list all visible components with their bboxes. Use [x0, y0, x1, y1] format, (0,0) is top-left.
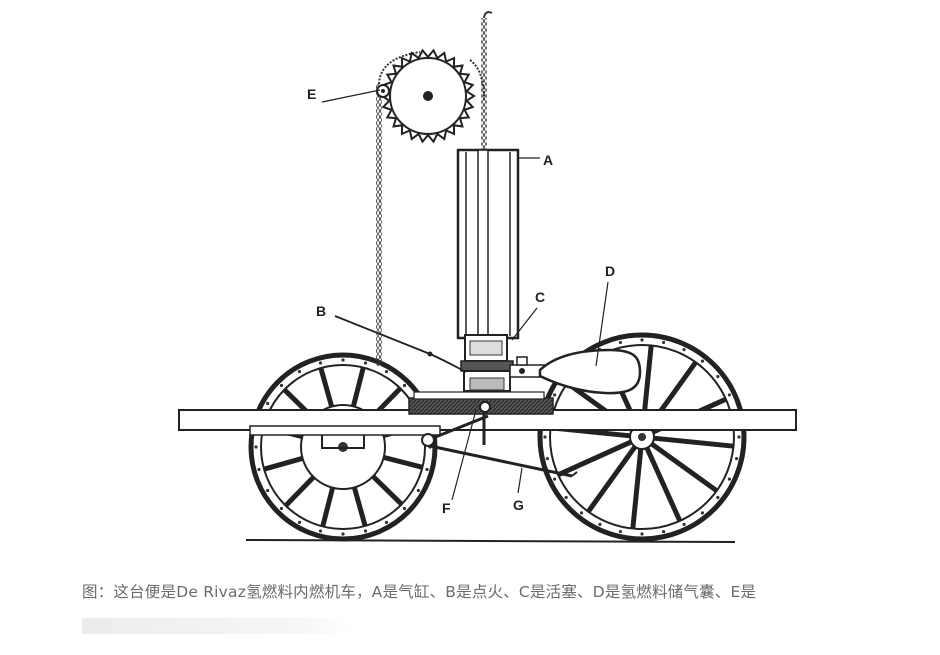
rivet — [553, 477, 557, 481]
rivet — [279, 383, 284, 388]
faded-caption-continuation — [82, 618, 352, 634]
rivet — [363, 361, 368, 365]
rivet — [341, 532, 345, 536]
connecting-rod — [429, 444, 573, 478]
rivet — [341, 358, 345, 362]
label-g: G — [513, 497, 524, 513]
rivet — [618, 529, 623, 534]
leader-lines — [321, 89, 609, 501]
rivet — [416, 488, 420, 493]
rivet — [579, 511, 584, 515]
rivet — [682, 348, 686, 352]
spoke — [644, 446, 683, 522]
rivet — [682, 522, 686, 526]
rivet — [553, 393, 557, 397]
rivet — [318, 529, 323, 533]
rivet — [727, 477, 731, 481]
spoke — [557, 439, 633, 478]
label-e: E — [307, 86, 316, 102]
rivet — [363, 529, 368, 533]
rivet — [384, 520, 389, 524]
piston-rod — [477, 149, 489, 337]
rivet — [716, 374, 720, 379]
chassis-lower-plate — [249, 425, 441, 436]
spoke — [650, 441, 719, 493]
rivet — [716, 495, 720, 500]
rivet — [640, 338, 644, 342]
hydrogen-gas-bag — [538, 348, 642, 395]
label-a: A — [543, 152, 553, 168]
rivet — [266, 488, 270, 493]
label-b: B — [316, 303, 326, 319]
figure-caption: 图：这台便是De Rivaz氢燃料内燃机车，A是气缸、B是点火、C是活塞、D是氢… — [82, 583, 757, 601]
spoke — [630, 448, 644, 529]
rivet — [564, 495, 568, 500]
rivet — [545, 456, 550, 461]
ground-line — [245, 539, 736, 543]
rivet — [700, 359, 705, 363]
rivet — [266, 401, 270, 406]
rivet — [297, 370, 302, 374]
rivet — [661, 340, 666, 345]
rivet — [257, 467, 261, 472]
sprocket-pulley — [376, 48, 476, 144]
rivet — [618, 340, 623, 345]
rivet — [279, 506, 284, 511]
rivet — [727, 393, 731, 397]
label-c: C — [535, 289, 545, 305]
rivet — [598, 522, 602, 526]
rivet — [737, 435, 741, 439]
label-d: D — [605, 263, 615, 279]
rivet — [402, 506, 407, 511]
rivet — [734, 456, 739, 461]
lever-linkage — [421, 401, 578, 478]
rivet — [543, 435, 547, 439]
spoke — [586, 445, 638, 514]
left-wheel — [248, 352, 438, 542]
piston-assembly — [460, 334, 545, 392]
rivet — [297, 520, 302, 524]
rivet — [640, 532, 644, 536]
ignition-wire — [334, 315, 467, 373]
rivet — [318, 361, 323, 365]
rivet — [402, 383, 407, 388]
rivet — [254, 445, 258, 449]
spoke — [653, 435, 734, 449]
cylinder — [456, 148, 520, 340]
rivet — [425, 467, 429, 472]
rivet — [700, 511, 705, 515]
label-f: F — [442, 500, 451, 516]
rivet — [661, 529, 666, 534]
rivet — [384, 370, 389, 374]
de-rivaz-vehicle-diagram: E A D C B F G — [178, 11, 797, 543]
